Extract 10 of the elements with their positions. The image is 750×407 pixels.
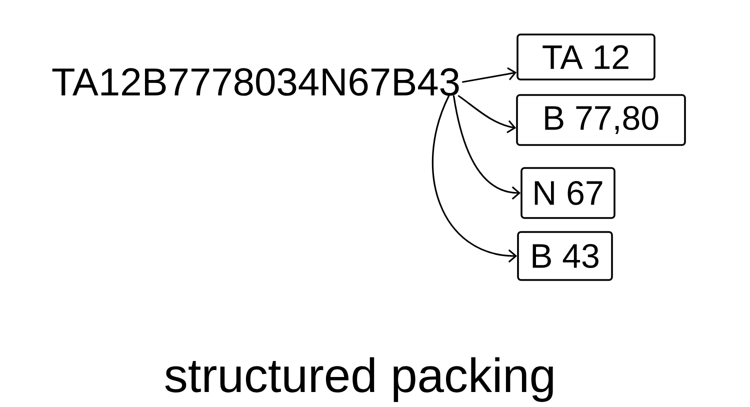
field-box: TA 12 — [516, 34, 656, 80]
arrow — [432, 95, 518, 263]
field-box: N 67 — [520, 167, 616, 219]
arrow — [452, 95, 521, 200]
caption: structured packing — [165, 357, 553, 402]
arrow — [462, 67, 517, 83]
encoded-string: TA12B7778034N67B43 — [52, 68, 459, 96]
arrow — [458, 95, 516, 134]
field-box: B 77,80 — [516, 94, 686, 146]
field-box: B 43 — [517, 231, 613, 281]
